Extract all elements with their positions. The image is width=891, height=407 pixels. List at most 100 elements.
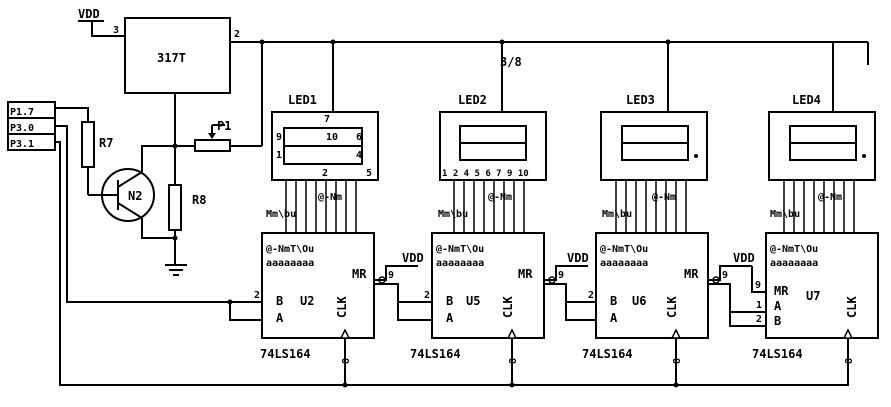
u7-pin-1: 1 <box>756 300 762 311</box>
chip-u5-inputs: aaaaaaaa <box>436 258 484 269</box>
u2-clk-triangle <box>339 328 351 339</box>
junction <box>665 39 671 45</box>
u6-input-join <box>565 302 596 321</box>
chip-u5-outputs: @-NmT\Ou <box>436 244 484 255</box>
chip-u5 <box>431 232 545 339</box>
junction <box>330 39 336 45</box>
chip-u5-in2: A <box>446 311 454 325</box>
u7-bus-labels-left: Mm\bu <box>770 209 800 220</box>
u6-bus-labels-left: Mm\bu <box>602 209 632 220</box>
pin-p1-7: P1.7 <box>10 107 34 118</box>
resistor-r8 <box>168 184 182 231</box>
led2-pin-row: 1 2 4 5 6 7 9 10 <box>442 169 529 179</box>
u6-to-u7-cascade <box>708 283 766 313</box>
u2-pin-2: 2 <box>254 290 260 301</box>
chip-u6 <box>595 232 709 339</box>
chip-u2 <box>261 232 375 339</box>
transistor-emitter <box>117 202 143 219</box>
u7-pin-2: 2 <box>756 314 762 325</box>
segment-wire-bundles <box>285 180 855 233</box>
chip-u6-clk: CLK <box>665 296 679 318</box>
chip-u6-part: 74LS164 <box>582 347 633 361</box>
led1-pin-10: 10 <box>326 132 338 143</box>
chip-u5-part: 74LS164 <box>410 347 461 361</box>
chip-u2-outputs: @-NmT\Ou <box>266 244 314 255</box>
chip-u2-in1: B <box>276 294 283 308</box>
chip-u6-inputs: aaaaaaaa <box>600 258 648 269</box>
chip-u7-in2: B <box>774 314 781 328</box>
chip-u7-part: 74LS164 <box>752 347 803 361</box>
junction <box>172 235 178 241</box>
junction <box>673 382 679 388</box>
u5-bus-labels-left: Mm\bu <box>438 209 468 220</box>
led1-label: LED1 <box>288 93 317 107</box>
chip-u5-in1: B <box>446 294 453 308</box>
u6-mr-bubble <box>712 276 720 284</box>
r8-label: R8 <box>192 193 206 207</box>
pin-p3-1: P3.1 <box>10 139 34 150</box>
led4-decimal-point <box>862 154 866 158</box>
led1-pin-2: 2 <box>322 168 328 179</box>
chip-u2-inputs: aaaaaaaa <box>266 258 314 269</box>
u5-to-u6-cascade <box>544 283 596 303</box>
chip-u6-in2: A <box>610 311 618 325</box>
chip-u2-mr: MR <box>352 267 367 281</box>
u5-pin-2: 2 <box>424 290 430 301</box>
pot-wiper-arrow <box>208 133 216 139</box>
chip-u6-outputs: @-NmT\Ou <box>600 244 648 255</box>
vdd-to-regulator-wire <box>91 21 125 37</box>
u6-mr-vdd <box>708 265 752 281</box>
chip-u7-clk: CLK <box>845 296 859 318</box>
regulator-317t <box>124 17 231 94</box>
u5-clk-triangle <box>506 328 518 339</box>
r7-label: R7 <box>99 136 113 150</box>
led1-pin-7: 7 <box>324 114 330 125</box>
chip-u6-name: U6 <box>632 294 646 308</box>
chip-u7 <box>765 232 879 339</box>
chip-u7-in1: A <box>774 299 782 313</box>
regulator-pin-in: 3 <box>113 25 119 36</box>
u7-pin-8: 8 <box>844 358 855 364</box>
collector-wire <box>141 145 175 172</box>
u2-mr-bubble <box>378 276 386 284</box>
chip-u7-outputs: @-NmT\Ou <box>770 244 818 255</box>
led1-pin-9: 9 <box>276 132 282 143</box>
p17-wire <box>55 107 89 122</box>
connector <box>7 101 56 151</box>
clock-line <box>55 141 849 386</box>
u7-clk-triangle <box>842 328 854 339</box>
led1-pin-6: 6 <box>356 132 362 143</box>
u7-input-join <box>729 312 766 327</box>
u6-pin-8: 8 <box>672 358 683 364</box>
chip-u5-mr: MR <box>518 267 533 281</box>
transistor-label: N2 <box>128 189 142 203</box>
u5-bus-labels-right: @-Nm <box>488 192 512 203</box>
pin-p3-0: P3.0 <box>10 123 34 134</box>
u6-clk-triangle <box>670 328 682 339</box>
led3-label: LED3 <box>626 93 655 107</box>
vdd-label-top: VDD <box>78 7 100 21</box>
u5-mr-bubble <box>548 276 556 284</box>
u5-pin-8: 8 <box>508 358 519 364</box>
data-line <box>55 125 262 303</box>
junction <box>227 299 233 305</box>
u6-pin-9: 9 <box>722 270 728 281</box>
chip-u2-in2: A <box>276 311 284 325</box>
regulator-pin-out: 2 <box>234 29 240 40</box>
junction <box>499 39 505 45</box>
chip-u7-name: U7 <box>806 289 820 303</box>
led2-note: 3/8 <box>500 55 522 69</box>
resistor-r7 <box>81 121 95 168</box>
u2-bus-labels-left: Mm\bu <box>266 209 296 220</box>
chip-u7-inputs: aaaaaaaa <box>770 258 818 269</box>
u6-bus-labels-right: @-Nm <box>652 192 676 203</box>
u7-pin-9: 9 <box>755 280 761 291</box>
led1-pin-4: 4 <box>356 150 362 161</box>
u5-input-join <box>397 302 432 321</box>
u7-bus-labels-right: @-Nm <box>818 192 842 203</box>
pot-label: P1 <box>217 119 231 133</box>
u2-mr-vdd <box>374 265 418 281</box>
u2-pin-9: 9 <box>388 270 394 281</box>
transistor-collector <box>117 171 143 188</box>
